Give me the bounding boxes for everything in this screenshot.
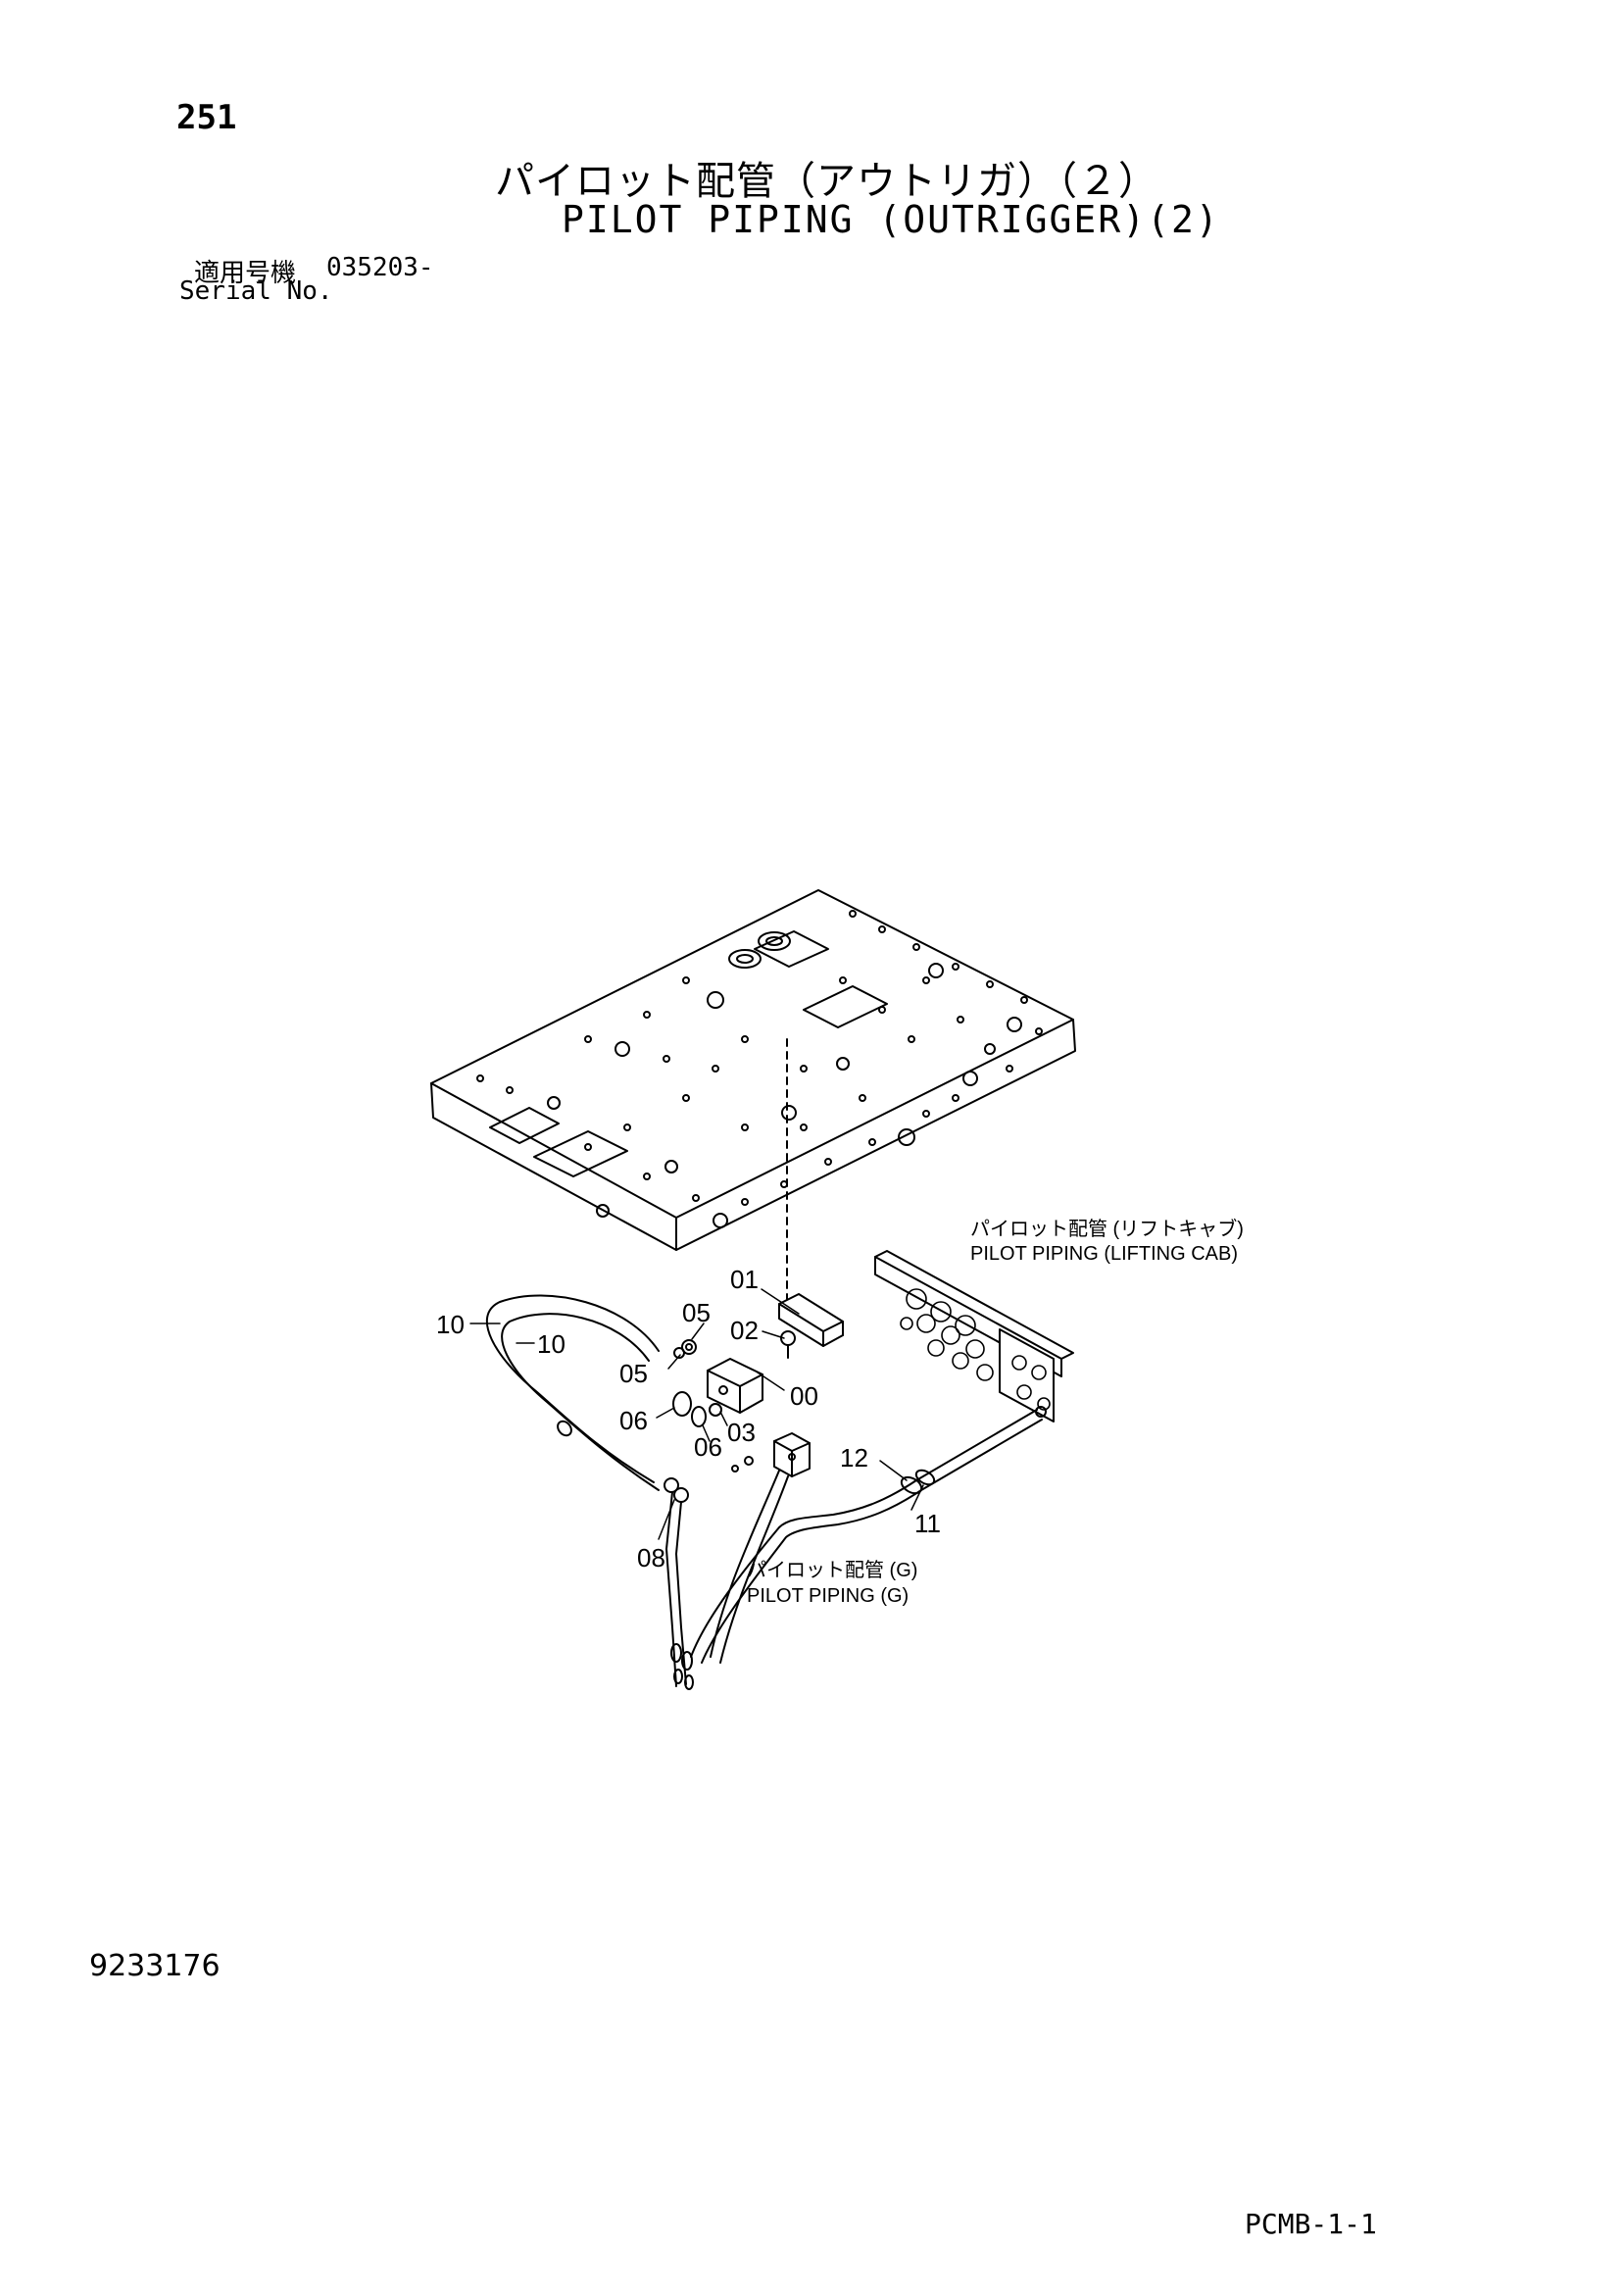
lifting-cab-piping-assembly (874, 1250, 1074, 1423)
part-10-hoses (485, 1294, 660, 1491)
part-00-block (707, 1358, 763, 1414)
callout-12: 12 (840, 1443, 868, 1472)
callout-05-lower: 05 (619, 1359, 648, 1388)
page-number: 251 (176, 98, 237, 137)
serial-label-english: Serial No. (179, 276, 333, 306)
part-02-bolt (780, 1330, 796, 1359)
callout-06-right: 06 (694, 1432, 722, 1462)
part-06-fittings (672, 1391, 722, 1427)
page-title-english: PILOT PIPING (OUTRIGGER)(2) (562, 198, 1220, 241)
reference-pilot-g-japanese: パイロット配管 (G) (747, 1559, 917, 1581)
callout-10-inner: 10 (537, 1329, 566, 1359)
document-number: 9233176 (89, 1949, 221, 1983)
callout-01: 01 (730, 1265, 759, 1294)
serial-number-value: 035203- (326, 253, 434, 282)
page-title-japanese: パイロット配管（アウトリガ）（２） (495, 159, 1158, 204)
page-code: PCMB-1-1 (1245, 2208, 1377, 2240)
part-03-connector (731, 1432, 811, 1477)
callout-02: 02 (730, 1316, 759, 1345)
floor-plate (430, 889, 1076, 1300)
callout-08: 08 (637, 1543, 665, 1572)
callout-06-left: 06 (619, 1406, 648, 1435)
leader-lines (469, 1288, 924, 1540)
serial-label-japanese: 適用号機 (194, 259, 297, 288)
part-05-fittings (673, 1339, 697, 1359)
callout-05-upper: 05 (682, 1298, 711, 1327)
callout-03: 03 (727, 1418, 756, 1447)
part-08-hose-ends (664, 1477, 694, 1690)
reference-lifting-cab-english: PILOT PIPING (LIFTING CAB) (970, 1243, 1238, 1265)
callout-11: 11 (914, 1509, 941, 1538)
reference-lifting-cab-japanese: パイロット配管 (リフトキャブ) (970, 1217, 1244, 1240)
reference-pilot-g-english: PILOT PIPING (G) (747, 1585, 909, 1607)
part-01-bracket (778, 1293, 844, 1347)
callout-00: 00 (790, 1381, 818, 1411)
callout-10-outer: 10 (436, 1310, 465, 1339)
part-11-12-pilot-hoses (690, 1406, 1047, 1664)
